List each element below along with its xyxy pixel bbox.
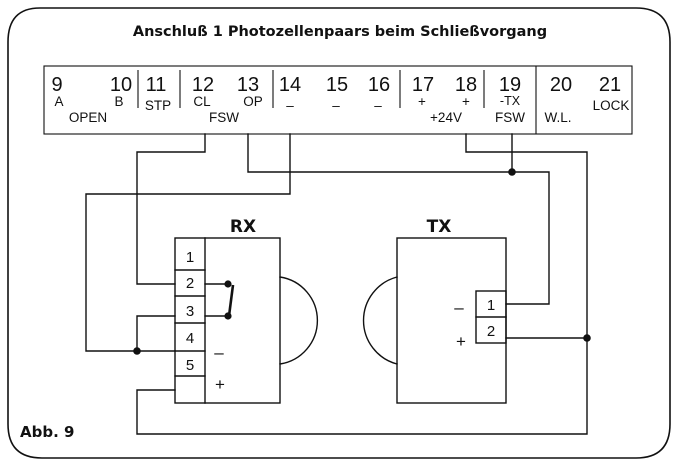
terminal-10-sublabel: B <box>114 94 123 109</box>
terminal-20: 20 <box>550 74 572 96</box>
rx-contact-node-3 <box>224 312 232 320</box>
rx-label: RX <box>230 217 256 237</box>
tx-pin-1: 1 <box>487 297 495 314</box>
terminal-11: 11 <box>146 74 167 96</box>
terminal-15: 15 <box>326 74 348 96</box>
rx-pin-3: 3 <box>186 303 194 320</box>
terminal-21: 21 <box>599 74 621 96</box>
rx-pin-4: 4 <box>186 330 194 347</box>
fsw-group-label: FSW <box>209 110 239 125</box>
terminal-14: 14 <box>279 74 301 96</box>
junction-term19 <box>508 168 516 176</box>
rx-contact-switch <box>227 284 235 317</box>
diagram-title: Anschluß 1 Photozellenpaars beim Schließ… <box>133 24 547 40</box>
terminal-18-sublabel: + <box>462 94 470 109</box>
rx-lens <box>279 276 319 365</box>
tx-minus-sign: – <box>454 298 464 317</box>
terminal-17-sublabel: + <box>418 94 426 109</box>
terminal-13-sublabel: OP <box>243 94 263 109</box>
rx-pin-5: 5 <box>186 357 194 374</box>
terminal-14-sublabel: – <box>286 98 294 113</box>
tx-pin-2: 2 <box>487 323 495 340</box>
figure-label: Abb. 9 <box>20 423 74 441</box>
terminal-13: 13 <box>237 74 259 96</box>
wire-term19-tx1 <box>505 133 550 305</box>
wire-term12-rx2 <box>136 133 206 285</box>
terminal-9-sublabel: A <box>54 94 63 109</box>
junction-rx4 <box>133 347 141 355</box>
terminal-19: 19 <box>499 74 521 96</box>
terminal-12-sublabel: CL <box>193 94 211 109</box>
24v-group-label: +24V <box>430 110 462 125</box>
terminal-21-sublabel: LOCK <box>593 98 630 113</box>
rx-box <box>174 237 281 404</box>
rx-minus-sign: – <box>214 343 224 362</box>
terminal-18: 18 <box>455 74 477 96</box>
terminal-11-sublabel: STP <box>145 98 171 113</box>
terminal-9: 9 <box>51 74 62 96</box>
terminal-15-sublabel: – <box>332 98 340 113</box>
rx-plus-sign: + <box>215 375 225 394</box>
terminal-19-sublabel: -TX <box>500 94 521 108</box>
wire-term18-tx2 <box>465 133 588 339</box>
wire-tx2-rx5 <box>136 337 588 435</box>
tx-lens <box>362 276 398 365</box>
terminal-16-sublabel: – <box>374 98 382 113</box>
rx-contact-node-2 <box>224 280 232 288</box>
wire-term14-rx4 <box>85 133 291 352</box>
open-group-label: OPEN <box>69 110 107 125</box>
terminal-17: 17 <box>412 74 434 96</box>
tx-label: TX <box>427 217 452 237</box>
terminal-strip-box <box>43 65 633 135</box>
tx-plus-sign: + <box>456 332 466 351</box>
tx-module: TX 1 2 – + <box>362 217 507 404</box>
terminal-10: 10 <box>110 74 132 96</box>
wire-term13-bus <box>247 133 513 173</box>
wire-rx3-rx4 <box>136 315 176 352</box>
terminal-16: 16 <box>368 74 390 96</box>
rx-pin-1: 1 <box>186 249 194 266</box>
rx-module: RX 1 2 3 4 5 – + <box>174 217 319 404</box>
wiring <box>85 133 591 435</box>
terminal-12: 12 <box>192 74 214 96</box>
terminal-20-sublabel: W.L. <box>544 110 571 125</box>
outer-frame <box>7 7 671 459</box>
terminal-19-fsw-label: FSW <box>495 110 525 125</box>
rx-pin-2: 2 <box>186 275 194 292</box>
terminal-strip: 9 10 11 12 13 14 15 16 17 18 19 20 21 A … <box>43 65 633 135</box>
